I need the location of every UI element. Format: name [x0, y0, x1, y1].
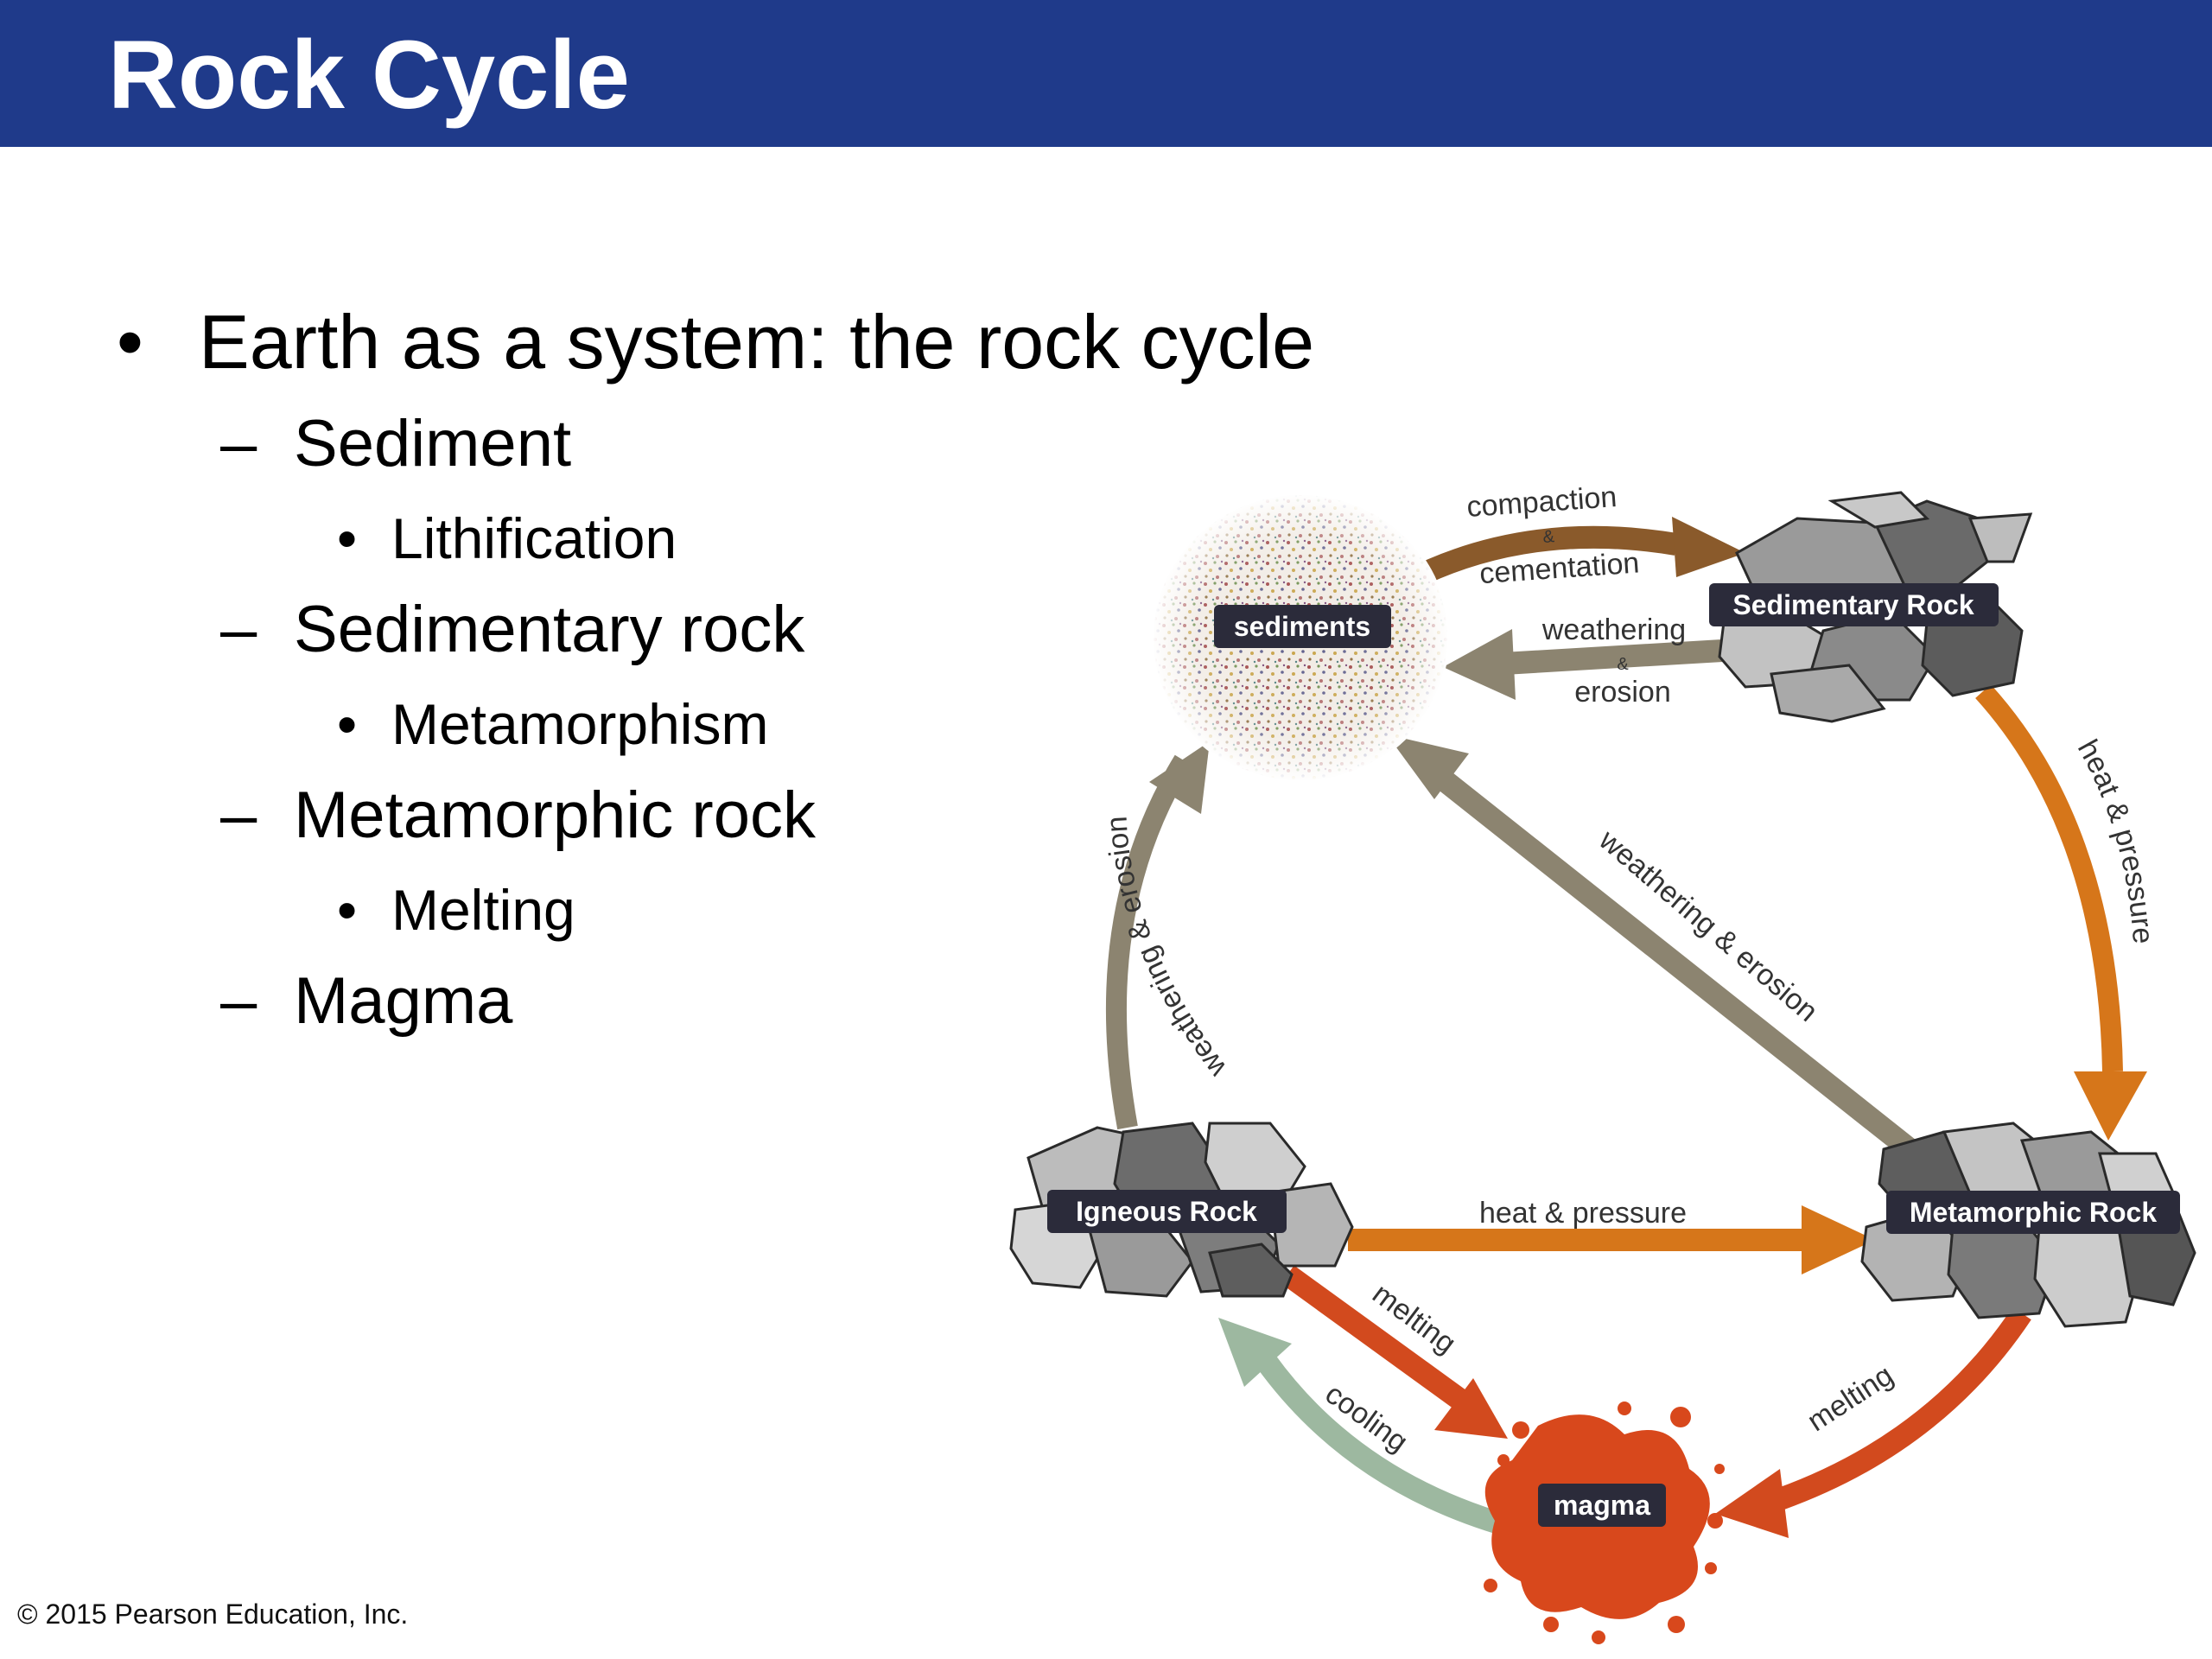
- label-igneous-heat: heat & pressure: [1479, 1197, 1687, 1230]
- magma-label: magma: [1554, 1490, 1650, 1521]
- metamorphic-rock-label-box: [1886, 1191, 2180, 1234]
- bullet-marker: •: [337, 506, 358, 570]
- sediments-node: sediments: [1152, 493, 1449, 782]
- label-metamorphic-melting: melting: [1802, 1358, 1899, 1438]
- erosion-label: erosion: [1574, 676, 1671, 709]
- arrow-igneous-to-metamorphic: [1348, 1205, 1875, 1274]
- igneous-rock-image: [1009, 1122, 1354, 1298]
- arrow-sedimentary-to-metamorphic: [1975, 683, 2147, 1141]
- bullet-marker: –: [220, 964, 257, 1038]
- bullet-marker: –: [220, 407, 257, 480]
- copyright-notice: © 2015 Pearson Education, Inc.: [17, 1599, 409, 1630]
- sediments-label: sediments: [1234, 611, 1370, 642]
- sediments-label-box: [1214, 605, 1391, 648]
- bullet-item: Metamorphic rock: [294, 779, 816, 852]
- igneous-rock-label-box: [1047, 1190, 1287, 1233]
- sedimentary-rock-node: Sedimentary Rock: [1709, 491, 2033, 723]
- weathering-label: weathering: [1541, 613, 1686, 646]
- slide-title: Rock Cycle: [108, 21, 630, 129]
- bullet-item: Earth as a system: the rock cycle: [199, 299, 1315, 385]
- bullet-item: Metamorphism: [391, 692, 769, 756]
- bullet-marker: •: [337, 878, 358, 942]
- metamorphic-rock-label: Metamorphic Rock: [1910, 1197, 2157, 1228]
- bullet-marker: –: [220, 779, 257, 852]
- arrow-metamorphic-to-magma: [1715, 1306, 2031, 1538]
- bullet-item: Sedimentary rock: [294, 593, 805, 666]
- bullet-marker: –: [220, 593, 257, 666]
- bullet-marker: •: [337, 692, 358, 756]
- label-sed-weathering: weathering & erosion: [1541, 613, 1686, 709]
- metamorphic-rock-node: Metamorphic Rock: [1860, 1122, 2196, 1328]
- bullet-item: Melting: [391, 878, 575, 942]
- sedimentary-rock-label-box: [1709, 583, 1999, 626]
- arrow-magma-to-igneous: [1218, 1318, 1524, 1541]
- weathering-amp: &: [1617, 655, 1629, 674]
- arrow-sedimentary-to-sediments: [1443, 629, 1738, 700]
- bullet-item: Sediment: [294, 407, 572, 480]
- arrow-metamorphic-to-sediments: [1387, 734, 1917, 1159]
- bullet-marker: •: [117, 299, 143, 385]
- compaction-amp: &: [1542, 527, 1556, 547]
- igneous-rock-label: Igneous Rock: [1076, 1196, 1257, 1227]
- arrow-igneous-to-magma: [1281, 1265, 1508, 1439]
- magma-node: magma: [1484, 1402, 1725, 1644]
- arrow-igneous-to-sediments: [1105, 741, 1210, 1130]
- bullet-item: Lithification: [391, 506, 677, 570]
- igneous-rock-node: Igneous Rock: [1009, 1122, 1354, 1298]
- sedimentary-rock-label: Sedimentary Rock: [1732, 589, 1974, 620]
- compaction-label: compaction: [1465, 480, 1618, 524]
- title-bar: Rock Cycle: [0, 0, 2212, 147]
- magma-label-box: [1538, 1484, 1666, 1527]
- bullet-item: Magma: [294, 964, 513, 1038]
